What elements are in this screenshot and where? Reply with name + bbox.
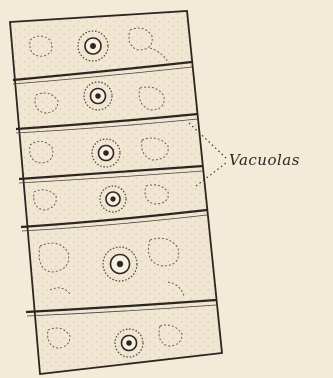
vacuoles-label: Vacuolas bbox=[229, 151, 300, 169]
